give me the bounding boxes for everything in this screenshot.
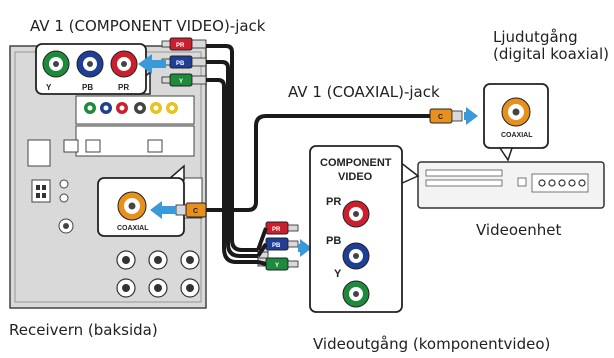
component-video-title-line1: COMPONENT bbox=[320, 157, 392, 169]
component-video-output-callout: COMPONENT VIDEO PR PB Y bbox=[309, 145, 420, 313]
receiver-pb-label: PB bbox=[82, 83, 93, 92]
receiver-pr-jack bbox=[110, 50, 138, 78]
svg-text:C: C bbox=[438, 114, 443, 121]
device-pb-jack bbox=[342, 242, 370, 270]
receiver-coaxial-callout: COAXIAL bbox=[97, 164, 185, 237]
cables bbox=[204, 44, 432, 264]
svg-text:Y: Y bbox=[275, 263, 279, 269]
label-receiver-rear: Receivern (baksida) bbox=[9, 321, 158, 339]
receiver-component-callout: Y PB PR bbox=[35, 43, 151, 95]
player-coaxial-label: COAXIAL bbox=[501, 132, 533, 139]
label-av1-coaxial-jack: AV 1 (COAXIAL)-jack bbox=[288, 83, 440, 101]
player-coaxial-callout: COAXIAL bbox=[483, 83, 549, 162]
svg-text:C: C bbox=[193, 208, 198, 215]
device-y-label: Y bbox=[334, 268, 342, 280]
device-pb-label: PB bbox=[326, 235, 341, 247]
coax-plug-receiver: C bbox=[175, 202, 207, 218]
label-av1-component-jack: AV 1 (COMPONENT VIDEO)-jack bbox=[30, 17, 266, 35]
component-plugs-receiver: PR PB Y bbox=[161, 37, 207, 87]
svg-text:PB: PB bbox=[272, 243, 281, 249]
component-video-title-line2: VIDEO bbox=[338, 171, 373, 183]
device-pr-jack bbox=[342, 200, 370, 228]
label-video-device: Videoenhet bbox=[476, 221, 562, 239]
label-audio-output: Ljudutgång (digital koaxial) bbox=[493, 28, 610, 64]
receiver-coaxial-label: COAXIAL bbox=[117, 225, 149, 232]
receiver-pb-jack bbox=[76, 50, 104, 78]
device-pr-label: PR bbox=[326, 196, 341, 208]
video-device bbox=[417, 161, 605, 209]
receiver-pr-label: PR bbox=[118, 83, 129, 92]
svg-text:PR: PR bbox=[176, 43, 185, 49]
device-y-jack bbox=[342, 280, 370, 308]
component-plugs-device: PR PB Y bbox=[256, 221, 299, 271]
svg-text:PR: PR bbox=[272, 227, 281, 233]
coax-plug-device: C bbox=[429, 108, 463, 124]
direction-arrows bbox=[138, 54, 478, 257]
receiver-y-label: Y bbox=[46, 83, 52, 92]
svg-text:Y: Y bbox=[179, 79, 183, 85]
label-video-output: Videoutgång (komponentvideo) bbox=[313, 335, 551, 353]
svg-text:PB: PB bbox=[176, 61, 185, 67]
receiver-y-jack bbox=[42, 50, 70, 78]
